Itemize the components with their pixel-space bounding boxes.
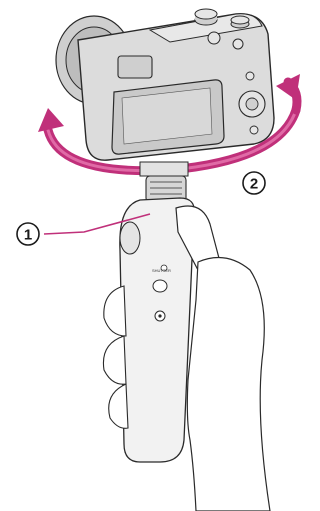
callout-2-number: 2 [250,176,258,193]
camera-icon [56,9,274,160]
tripod-knob-icon [140,162,188,202]
grip-button-label: SHUTTER [152,268,171,273]
callout-1-number: 1 [24,227,32,244]
callout-2: 2 [243,172,265,194]
